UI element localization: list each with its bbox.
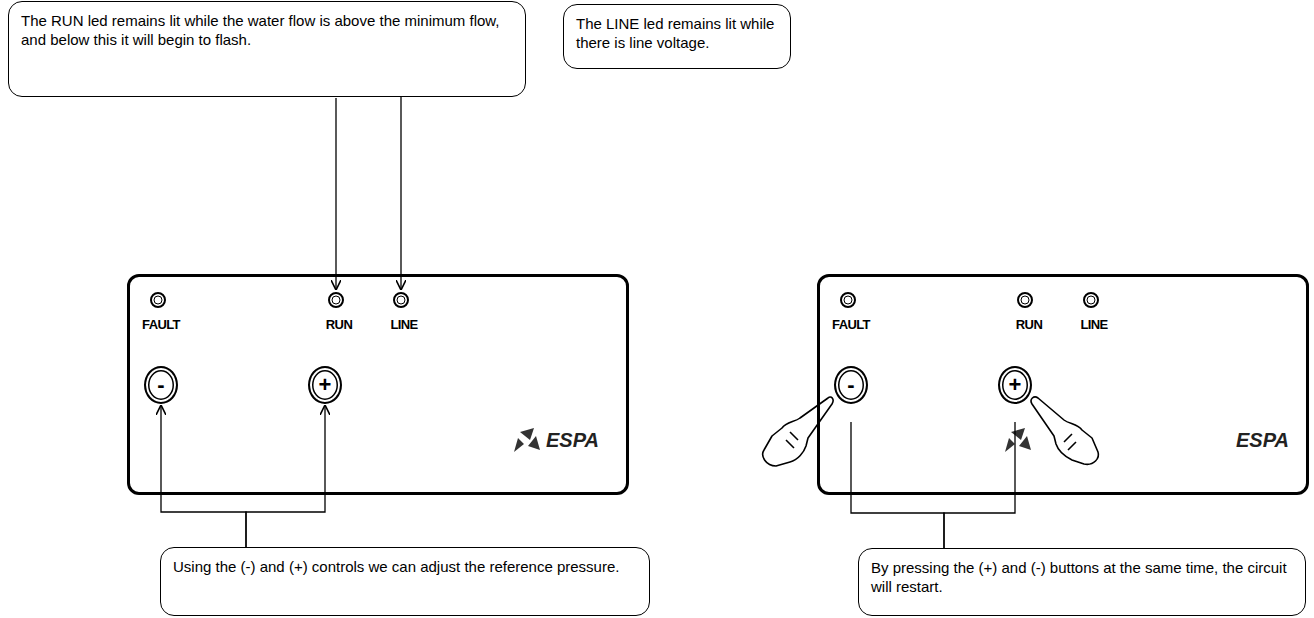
led-label: RUN: [1016, 317, 1042, 332]
led: [151, 293, 1098, 307]
callout-text: Using the (-) and (+) controls we can ad…: [173, 557, 637, 576]
minus-button: -: [144, 366, 178, 404]
button-symbol: +: [319, 374, 332, 396]
bracket-connector: [246, 405, 325, 547]
bracket-connector: [944, 422, 1015, 548]
brand-logo: ESPA: [1236, 429, 1289, 452]
leader-arrow: [400, 70, 401, 290]
minus-button: -: [834, 366, 868, 404]
control-panel: FAULT RUN LINE ESPA - +: [127, 274, 629, 495]
button-symbol: +: [1009, 374, 1022, 396]
plus-button: +: [308, 366, 342, 404]
button-symbol: -: [157, 374, 164, 396]
bracket-connector: [161, 405, 246, 547]
brand-logo: ESPA: [546, 429, 599, 452]
callout-box: The LINE led remains lit while there is …: [563, 4, 791, 69]
led-label: FAULT: [142, 317, 180, 332]
callout-text: The RUN led remains lit while the water …: [21, 11, 513, 49]
button-symbol: -: [847, 374, 854, 396]
plus-button: +: [998, 366, 1032, 404]
callout-box: The RUN led remains lit while the water …: [8, 1, 526, 97]
callout-text: By pressing the (+) and (-) buttons at t…: [871, 558, 1293, 596]
leader-arrow: [335, 98, 336, 290]
callout-text: The LINE led remains lit while there is …: [576, 14, 778, 52]
led-label: RUN: [326, 317, 352, 332]
bracket-connector: [851, 422, 944, 548]
led-label: LINE: [390, 317, 417, 332]
control-panel: FAULT RUN LINE ESPA - +: [817, 274, 1309, 495]
callout-box: Using the (-) and (+) controls we can ad…: [160, 547, 650, 616]
callout-box: By pressing the (+) and (-) buttons at t…: [858, 548, 1306, 616]
pointing-hand: [763, 397, 1099, 466]
led-label: FAULT: [832, 317, 870, 332]
led-label: LINE: [1080, 317, 1107, 332]
